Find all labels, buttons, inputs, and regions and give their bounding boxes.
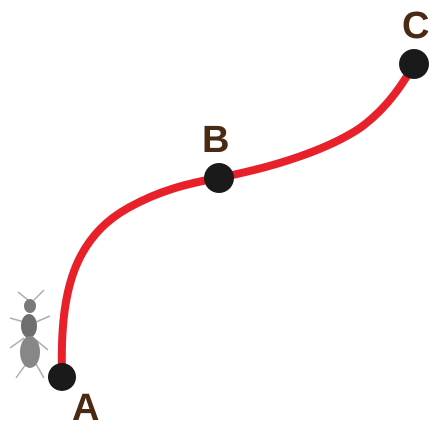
top-edge bbox=[0, 0, 429, 8]
path-curve bbox=[57, 60, 418, 380]
label-b: B bbox=[202, 119, 229, 161]
node-c[interactable] bbox=[399, 49, 429, 79]
label-a: A bbox=[72, 387, 99, 424]
label-c: C bbox=[402, 5, 429, 47]
node-b[interactable] bbox=[204, 163, 234, 193]
ant-icon bbox=[9, 289, 51, 379]
node-a[interactable] bbox=[48, 363, 76, 391]
